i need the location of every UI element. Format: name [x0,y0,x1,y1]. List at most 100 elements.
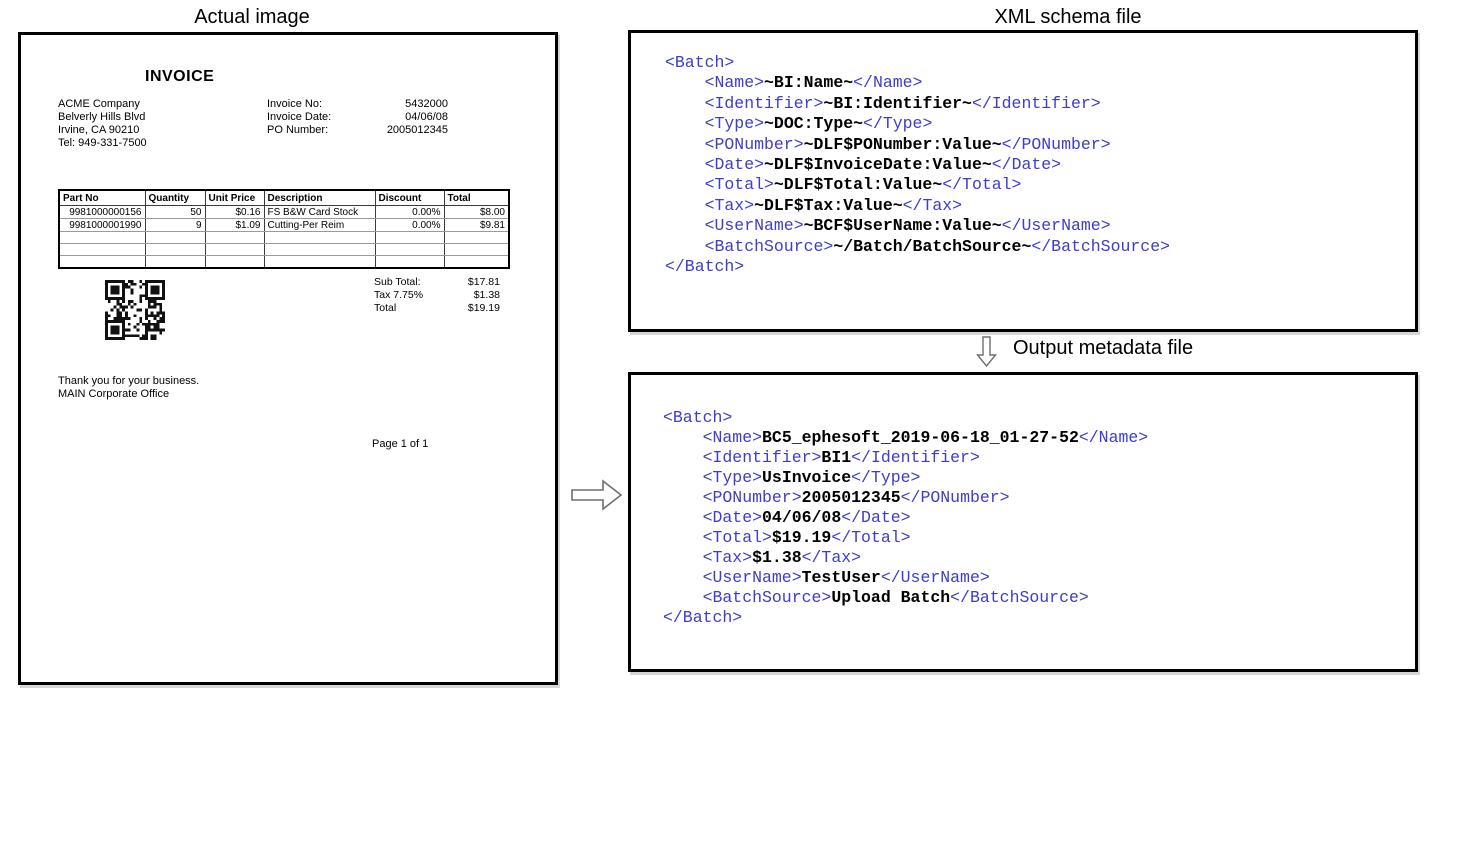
table-empty-cell [145,243,206,256]
xml-tag-segment: </UserName> [880,568,990,587]
summary-label: Total [374,302,397,314]
xml-code-line: <Identifier>BI1</Identifier> [663,448,1148,468]
xml-code-line: <Batch> [665,53,1170,73]
xml-code-line: <Batch> [663,408,1148,428]
xml-code-line: <BatchSource>~/Batch/BatchSource~</Batch… [665,237,1170,257]
table-header-cell: Unit Price [205,190,265,206]
xml-code-line: </Batch> [663,608,1148,628]
summary-value: $17.81 [467,276,500,288]
xml-code-line: <Total>$19.19</Total> [663,528,1148,548]
table-empty-cell [59,255,146,269]
xml-tag-segment: </Tax> [902,195,963,215]
table-empty-row [59,231,510,244]
xml-code-line: <Date>04/06/08</Date> [663,508,1148,528]
xml-code-line: <Date>~DLF$InvoiceDate:Value~</Date> [665,155,1170,175]
xml-tag-segment: <Type> [704,114,765,134]
xml-value-segment: ~BCF$UserName:Value~ [803,216,1002,236]
table-empty-row [59,255,510,269]
table-header-cell: Description [264,190,376,206]
table-empty-cell [375,231,445,244]
company-address-line: Belverly Hills Blvd [58,111,146,123]
table-cell: FS B&W Card Stock [264,205,376,219]
xml-code-line: <Type>UsInvoice</Type> [663,468,1148,488]
xml-code-line: <Name>~BI:Name~</Name> [665,73,1170,93]
xml-tag-segment: </Date> [991,154,1062,174]
table-header-cell: Part No [59,190,146,206]
summary-label: Sub Total: [374,276,421,288]
invoice-summary-row: Tax 7.75%$1.38 [374,289,500,302]
output-metadata-panel: <Batch><Name>BC5_ephesoft_2019-06-18_01-… [628,372,1418,672]
xml-code-line: <Name>BC5_ephesoft_2019-06-18_01-27-52</… [663,428,1149,448]
xml-value-segment: ~DLF$PONumber:Value~ [803,134,1002,154]
xml-value-segment: ~DLF$Tax:Value~ [754,195,903,215]
output-panel-title: Output metadata file [1013,337,1194,359]
table-empty-cell [375,243,445,256]
table-cell: 9981000000156 [59,205,146,219]
invoice-summary-row: Sub Total: $17.81 [374,276,500,289]
xml-tag-segment: <Batch> [663,408,733,427]
table-header-cell: Quantity [145,190,206,206]
xml-tag-segment: <UserName> [704,216,804,236]
xml-schema-code: <Batch><Name>~BI:Name~</Name><Identifier… [665,53,1170,277]
xml-schema-panel: <Batch><Name>~BI:Name~</Name><Identifier… [628,30,1418,332]
left-panel-title: Actual image [194,6,310,28]
xml-code-line: <PONumber>~DLF$PONumber:Value~</PONumber… [665,135,1170,155]
table-empty-cell [444,243,510,256]
table-cell: Cutting-Per Reim [264,218,376,232]
xml-tag-segment: </UserName> [1001,216,1111,236]
xml-code-line: <PONumber>2005012345</PONumber> [663,488,1148,508]
table-empty-cell [444,255,510,269]
xml-value-segment: $19.19 [771,528,832,547]
xml-code-line: <Tax>$1.38</Tax> [663,548,1148,568]
xml-tag-segment: </Tax> [801,548,862,567]
xml-tag-segment: <PONumber> [704,134,804,154]
table-cell: 0.00% [375,205,445,219]
xml-tag-segment: <Batch> [665,53,735,72]
table-empty-cell [264,231,376,244]
xml-value-segment: ~DLF$Total:Value~ [773,175,943,195]
xml-value-segment: $1.38 [752,548,802,567]
xml-value-segment: UsInvoice [762,468,852,487]
xml-code-line: <UserName>TestUser</UserName> [663,568,1148,588]
flow-down-arrow-icon [976,336,997,367]
table-header-cell: Total [444,190,510,206]
invoice-title: INVOICE [145,68,215,85]
xml-code-line: </Batch> [665,257,1170,277]
xml-tag-segment: </Total> [831,528,911,547]
company-address-line: ACME Company [58,98,140,110]
table-cell: 50 [145,205,206,219]
xml-code-line: <BatchSource>Upload Batch</BatchSource> [663,588,1148,608]
invoice-meta-row: PO Number:2005012345 [267,124,448,137]
xml-tag-segment: <Identifier> [702,448,822,467]
table-cell: $9.81 [444,218,510,232]
company-address-line: Tel: 949-331-7500 [58,137,147,149]
xml-code-line: <Type>~DOC:Type~</Type> [665,114,1170,134]
company-address-line: Irvine, CA 90210 [58,124,140,136]
invoice-meta-value: 5432000 [405,98,448,110]
invoice-footer-line: Thank you for your business. [58,375,200,387]
xml-tag-segment: </Type> [851,468,921,487]
xml-tag-segment: </BatchSource> [1031,236,1170,256]
xml-code-line: <Identifier>~BI:Identifier~</Identifier> [665,94,1170,114]
xml-tag-segment: <Identifier> [704,93,824,113]
xml-value-segment: TestUser [801,568,881,587]
xml-tag-segment: <UserName> [702,568,802,587]
table-empty-cell [59,231,146,244]
table-empty-cell [375,255,445,269]
xml-code-line: <Total>~DLF$Total:Value~</Total> [665,175,1170,195]
xml-value-segment: 04/06/08 [762,508,842,527]
summary-value: $1.38 [473,289,500,301]
xml-tag-segment: <BatchSource> [704,236,834,256]
table-empty-cell [205,231,265,244]
table-cell: $0.16 [205,205,265,219]
invoice-footer-block: Thank you for your business.MAIN Corpora… [58,375,199,401]
xml-tag-segment: </Name> [1078,428,1149,447]
table-empty-cell [205,243,265,256]
xml-tag-segment: <Date> [702,508,763,527]
invoice-footer-line: MAIN Corporate Office [58,388,170,400]
